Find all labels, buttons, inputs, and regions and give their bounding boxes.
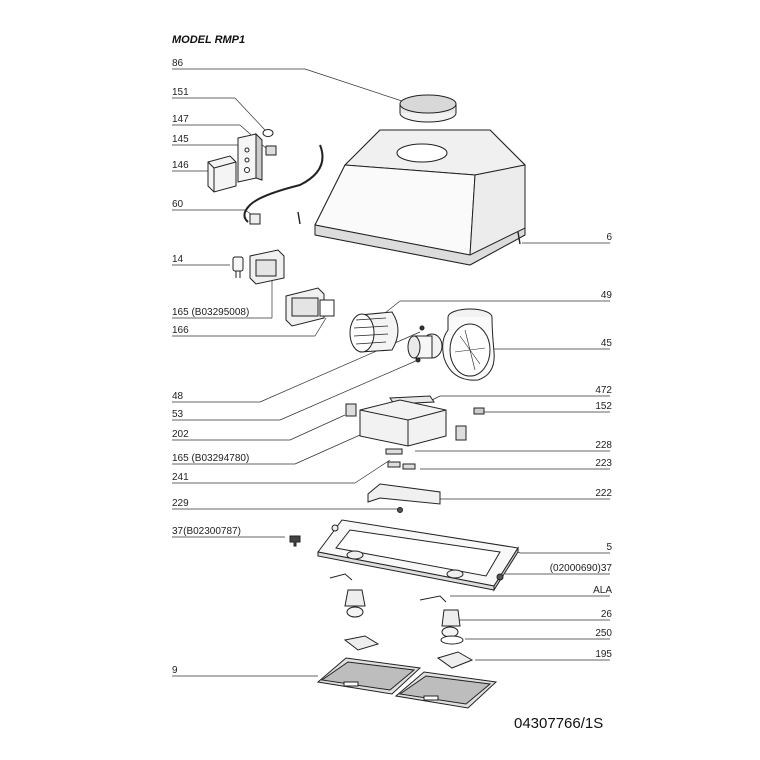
callout-48: 48 (172, 391, 184, 402)
hood-body (297, 129, 527, 266)
grease-filter-left (316, 657, 422, 695)
callout-152: 152 (595, 401, 612, 412)
callout-14: 14 (172, 254, 184, 265)
callout-45: 45 (600, 338, 612, 349)
document-code: 04307766/1S (514, 715, 604, 732)
callout-165-bottom: 165 (B03294780) (172, 453, 250, 464)
ring-250 (440, 635, 464, 645)
power-cable-60 (243, 144, 324, 223)
terminal-166 (285, 287, 335, 327)
callout-472: 472 (595, 385, 612, 396)
callout-147: 147 (172, 114, 189, 125)
nut-151 (262, 129, 274, 137)
grease-filter-right (394, 671, 498, 709)
callout-86: 86 (172, 58, 184, 69)
control-box-202 (345, 399, 467, 447)
part-223a (387, 461, 401, 468)
switch-145 (237, 132, 263, 183)
clip-152 (473, 407, 485, 415)
callout-37-right: (02000690)37 (549, 563, 612, 574)
screw-37-right (496, 573, 504, 581)
callout-37-left: 37(B02300787) (172, 526, 241, 537)
bracket-222 (367, 483, 441, 505)
callout-53: 53 (172, 409, 184, 420)
bracket-165-top (249, 249, 285, 285)
callout-6: 6 (606, 232, 612, 243)
callout-146: 146 (172, 160, 189, 171)
scroll-housing-45 (442, 308, 495, 381)
callout-166: 166 (172, 325, 189, 336)
callout-145: 145 (172, 134, 189, 145)
lamp-ala (419, 595, 461, 627)
callout-49: 49 (600, 290, 612, 301)
callout-26: 26 (600, 609, 612, 620)
part-223b (402, 463, 416, 470)
clip-147 (265, 145, 277, 156)
callout-195: 195 (595, 649, 612, 660)
callout-165-top: 165 (B03295008) (172, 307, 250, 318)
motor (407, 325, 443, 363)
screw-37-left (289, 535, 301, 547)
blower-wheel-49 (349, 311, 399, 353)
lamp-cover-195 (436, 651, 474, 669)
capacitor-14 (232, 256, 244, 278)
model-title: MODEL RMP1 (172, 34, 246, 46)
callout-5: 5 (606, 542, 612, 553)
box-146 (207, 155, 237, 193)
lamp-holder-left (329, 573, 380, 651)
callout-202: 202 (172, 429, 189, 440)
screw-229 (397, 507, 403, 513)
callout-228: 228 (595, 440, 612, 451)
outlet-collar-86 (399, 94, 457, 123)
callout-223: 223 (595, 458, 612, 469)
callout-9: 9 (172, 665, 178, 676)
callout-222: 222 (595, 488, 612, 499)
callout-151: 151 (172, 87, 189, 98)
bottom-frame-5 (317, 519, 519, 592)
callout-241: 241 (172, 472, 189, 483)
callout-229: 229 (172, 498, 189, 509)
callout-ala: ALA (593, 585, 612, 596)
callout-250: 250 (595, 628, 612, 639)
callout-60: 60 (172, 199, 184, 210)
part-228 (385, 448, 403, 455)
plug-60 (249, 213, 261, 225)
